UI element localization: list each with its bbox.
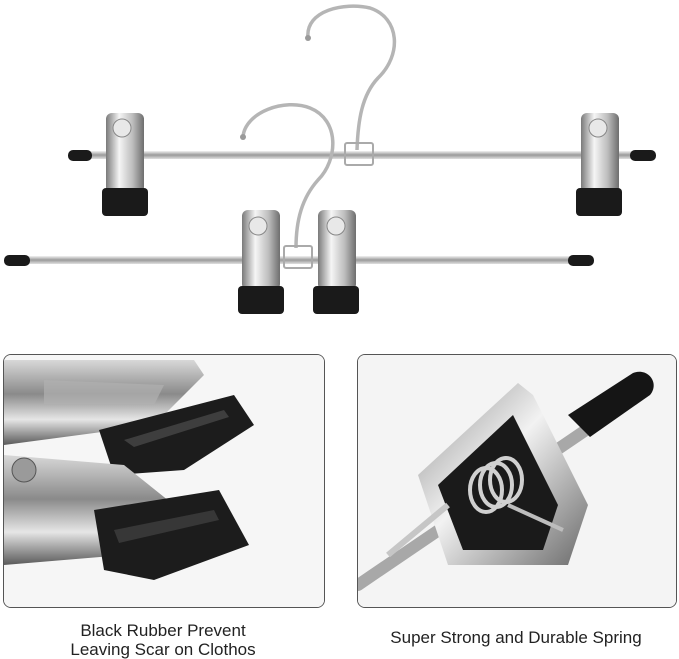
hook-front <box>241 103 335 249</box>
hanger-product-image <box>4 4 656 314</box>
end-cap-left-front <box>4 255 30 266</box>
bar-back <box>88 151 636 159</box>
bar-front <box>24 256 574 264</box>
caption-spring: Super Strong and Durable Spring <box>357 628 675 647</box>
caption-rubber-line2: Leaving Scar on Clothos <box>70 640 256 659</box>
end-cap-left-back <box>68 150 92 161</box>
end-cap-right-front <box>568 255 594 266</box>
clip-front-right <box>313 210 359 314</box>
clip-back-right <box>576 113 622 216</box>
rubber-clip-closeup <box>3 354 325 608</box>
end-cap-right-back <box>630 150 656 161</box>
caption-spring-text: Super Strong and Durable Spring <box>390 628 642 647</box>
clip-back-left <box>102 113 148 216</box>
spring-closeup <box>357 354 677 608</box>
hook-back <box>306 4 397 151</box>
clip-front-left <box>238 210 284 314</box>
hangers-illustration <box>4 4 656 314</box>
caption-rubber: Black Rubber Prevent Leaving Scar on Clo… <box>3 621 323 659</box>
caption-rubber-line1: Black Rubber Prevent <box>80 621 246 640</box>
